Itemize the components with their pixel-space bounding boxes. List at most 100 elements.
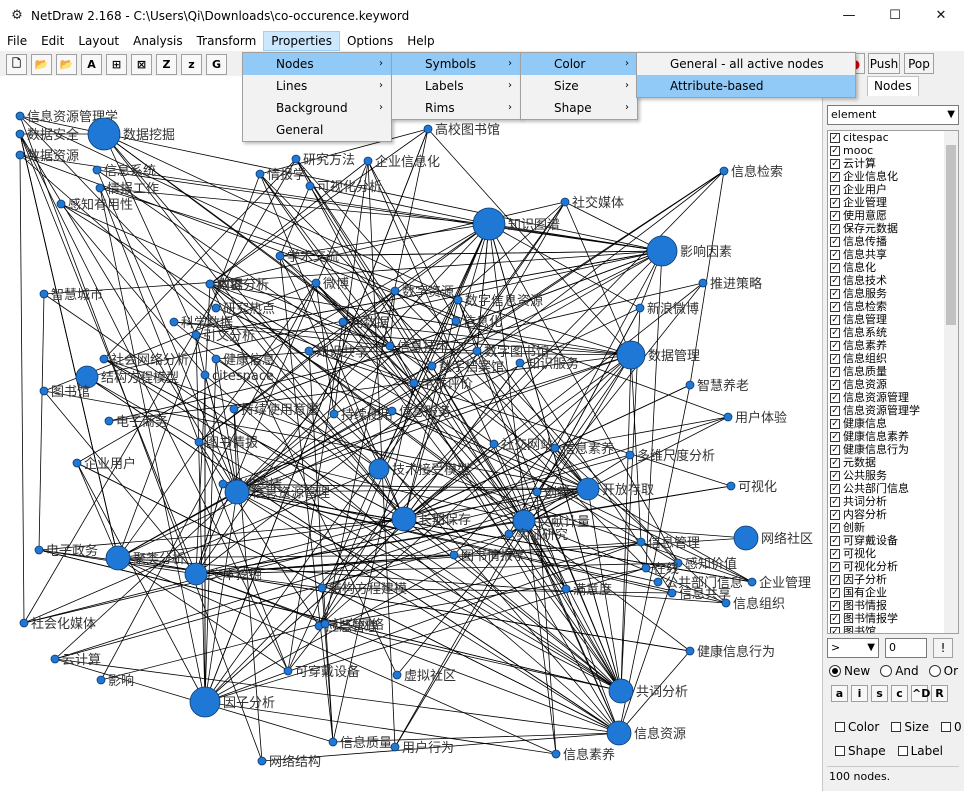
menu-symbols[interactable]: Symbols› [392,53,520,75]
radio-or[interactable] [928,665,941,677]
check-icon[interactable]: ✓ [830,132,840,143]
network-node[interactable] [96,675,106,685]
check-icon[interactable]: ✓ [830,262,840,273]
network-node[interactable] [733,525,759,551]
attribute-item[interactable]: ✓信息系统 [828,326,958,339]
maximize-button[interactable]: ☐ [889,8,901,23]
list-scrollbar[interactable] [944,131,958,633]
network-node[interactable] [747,577,757,587]
attribute-item[interactable]: ✓信息检索 [828,300,958,313]
zoom-in-button[interactable]: Z [156,53,177,75]
network-node[interactable] [685,380,695,390]
c-button[interactable]: c [891,685,908,702]
network-node[interactable] [39,386,49,396]
attribute-item[interactable]: ✓图书馆 [828,625,958,633]
check-icon[interactable]: ✓ [830,457,840,468]
zero-checkbox[interactable] [940,722,951,732]
radio-new[interactable] [829,665,841,677]
shape-checkbox[interactable] [835,746,845,756]
network-node[interactable] [561,584,571,594]
close-button[interactable]: ✕ [935,8,947,23]
network-node[interactable] [304,346,314,356]
check-icon[interactable]: ✓ [830,158,840,169]
check-icon[interactable]: ✓ [830,197,840,208]
attribute-item[interactable]: ✓信息传播 [828,235,958,248]
menu-analysis[interactable]: Analysis [133,34,183,48]
network-node[interactable] [72,458,82,468]
color-checkbox[interactable] [835,722,845,732]
network-node[interactable] [453,295,463,305]
check-icon[interactable]: ✓ [830,288,840,299]
attribute-item[interactable]: ✓信息共享 [828,248,958,261]
tab-nodes[interactable]: Nodes [867,76,919,96]
attribute-item[interactable]: ✓云计算 [828,157,958,170]
network-node[interactable] [338,317,348,327]
zoom-fit-icon[interactable]: ⊠ [131,53,152,75]
menu-labels[interactable]: Labels› [392,75,520,97]
network-node[interactable] [194,437,204,447]
new-file-icon[interactable]: 🗋 [6,53,27,75]
network-node[interactable] [205,279,215,289]
check-icon[interactable]: ✓ [830,600,840,611]
attribute-item[interactable]: ✓保存元数据 [828,222,958,235]
attribute-item[interactable]: ✓企业用户 [828,183,958,196]
network-node[interactable] [385,341,395,351]
network-node[interactable] [449,550,459,560]
menu-layout[interactable]: Layout [78,34,120,48]
g-button[interactable]: G [206,53,227,75]
network-node[interactable] [427,361,437,371]
network-node[interactable] [606,720,632,746]
check-icon[interactable]: ✓ [830,327,840,338]
network-node[interactable] [550,443,560,453]
check-icon[interactable]: ✓ [830,509,840,520]
ctrl-d-button[interactable]: ^D [911,685,931,702]
network-node[interactable] [211,354,221,364]
network-node[interactable] [451,316,461,326]
network-node[interactable] [329,409,339,419]
attribute-item[interactable]: ✓健康信息素养 [828,430,958,443]
menu-size[interactable]: Size› [521,75,637,97]
pop-button[interactable]: Pop [904,53,934,74]
check-icon[interactable]: ✓ [830,249,840,260]
network-node[interactable] [39,289,49,299]
network-node[interactable] [641,563,651,573]
menu-lines[interactable]: Lines› [243,75,391,97]
open-folder-2-icon[interactable]: 📂 [56,53,77,75]
s-button[interactable]: s [871,685,888,702]
network-node[interactable] [667,588,677,598]
menu-attribute-based[interactable]: Attribute-based [637,75,855,97]
attribute-item[interactable]: ✓信息资源 [828,378,958,391]
open-folder-icon[interactable]: 📂 [31,53,52,75]
network-node[interactable] [15,150,25,160]
menu-general-all-active-nodes[interactable]: General - all active nodes [670,57,824,71]
network-node[interactable] [685,646,695,656]
attribute-item[interactable]: ✓因子分析 [828,573,958,586]
network-node[interactable] [636,537,646,547]
attribute-item[interactable]: ✓mooc [828,144,958,157]
network-node[interactable] [390,286,400,296]
attribute-item[interactable]: ✓可视化 [828,547,958,560]
network-node[interactable] [472,207,506,241]
i-button[interactable]: i [851,685,868,702]
network-node[interactable] [191,330,201,340]
attribute-item[interactable]: ✓可穿戴设备 [828,534,958,547]
attribute-item[interactable]: ✓信息组织 [828,352,958,365]
apply-button[interactable]: ! [933,638,953,658]
network-node[interactable] [504,529,514,539]
network-node[interactable] [560,197,570,207]
check-icon[interactable]: ✓ [830,210,840,221]
network-node[interactable] [551,749,561,759]
check-icon[interactable]: ✓ [830,548,840,559]
network-node[interactable] [387,406,397,416]
check-icon[interactable]: ✓ [830,275,840,286]
network-node[interactable] [328,737,338,747]
network-canvas[interactable]: 信息资源管理学数据安全数据挖掘数据资源信息系统情报工作感知有用性研究方法企业信息… [0,76,822,791]
attribute-item[interactable]: ✓信息化 [828,261,958,274]
network-node[interactable] [608,678,634,704]
check-icon[interactable]: ✓ [830,522,840,533]
network-node[interactable] [105,545,131,571]
network-node[interactable] [200,370,210,380]
attribute-item[interactable]: ✓企业管理 [828,196,958,209]
network-node[interactable] [320,619,330,629]
network-node[interactable] [646,235,678,267]
